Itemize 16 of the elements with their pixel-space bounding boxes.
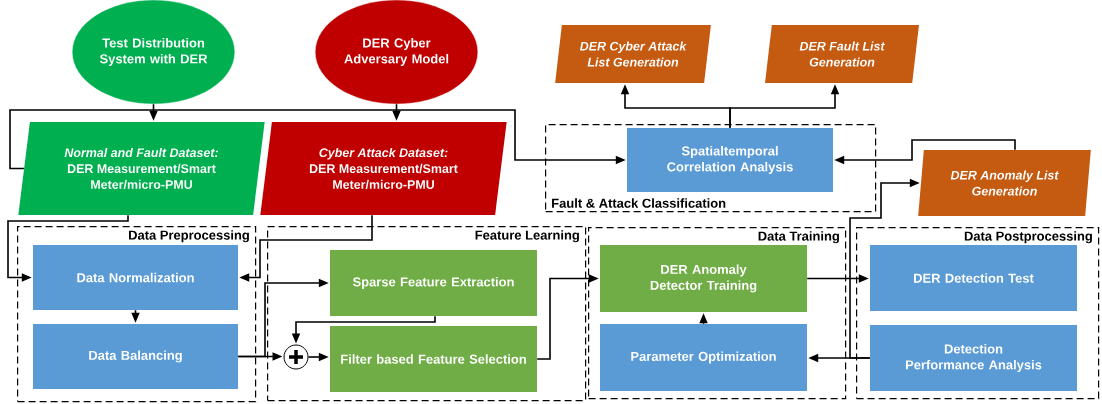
process-box: Filter based Feature Selection — [330, 326, 537, 392]
summing-junction — [283, 344, 309, 370]
process-box: Parameter Optimization — [600, 324, 807, 391]
arrow — [7, 214, 129, 282]
process-box: Sparse Feature Extraction — [330, 250, 537, 316]
process-box: Detection Performance Analysis — [870, 325, 1077, 391]
parallelogram-node: Cyber Attack Dataset: DER Measurement/Smart Meter/micro-PMU — [260, 122, 507, 215]
parallelogram-node: DER Anomaly List Generation — [918, 150, 1091, 216]
process-box: Spatialtemporal Correlation Analysis — [627, 128, 833, 192]
process-box: Data Normalization — [33, 245, 238, 310]
parallelogram-node: DER Fault List Generation — [765, 25, 919, 83]
process-box: Data Balancing — [33, 324, 238, 389]
parallelogram-node: DER Cyber Attack List Generation — [555, 25, 711, 83]
parallelogram-node: Normal and Fault Dataset: DER Measurement/Smart Meter/micro-PMU — [18, 122, 265, 215]
process-box: DER Anomaly Detector Training — [600, 245, 807, 312]
process-box: DER Detection Test — [870, 245, 1077, 311]
